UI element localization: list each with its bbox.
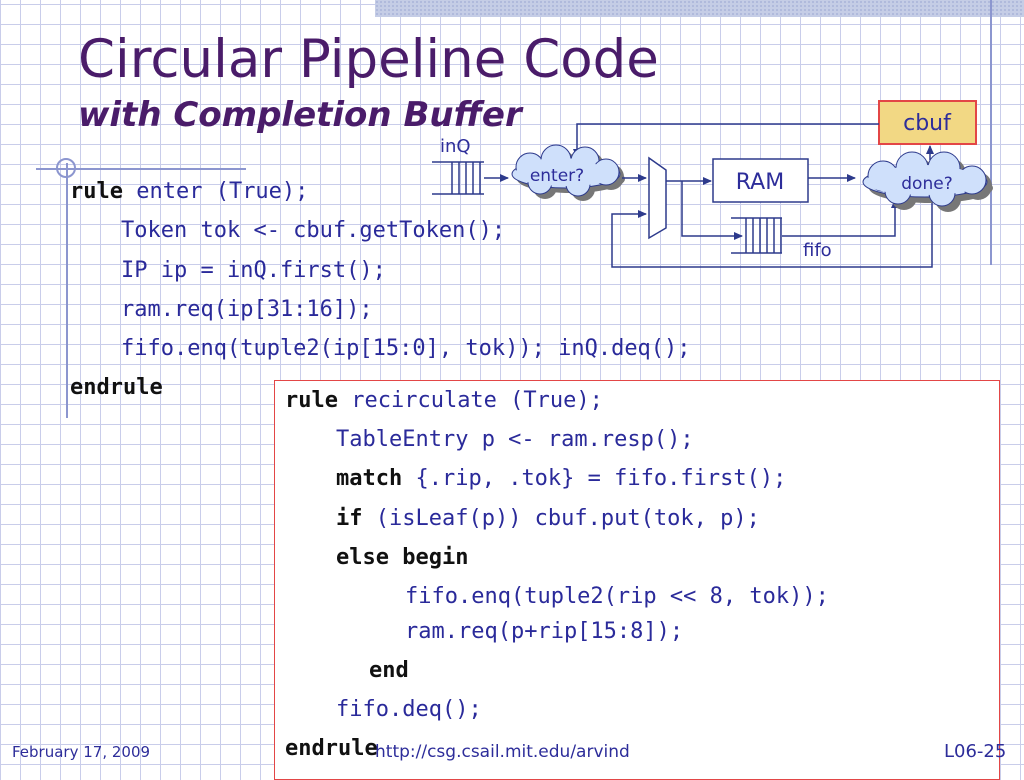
keyword-rule: rule: [70, 179, 123, 204]
keyword-end: end: [369, 658, 409, 683]
cbuf-box: [878, 100, 977, 145]
code-recirc-line-3: match {.rip, .tok} = fifo.first();: [336, 465, 786, 493]
done-label: done?: [901, 174, 952, 194]
cbuf-to-enter-arrow: [573, 123, 879, 158]
enter-label: enter?: [530, 166, 584, 186]
guide-circle-decoration: [56, 158, 76, 178]
fifo-to-done-arrow: [782, 199, 899, 237]
footer-date: February 17, 2009: [12, 743, 151, 761]
mux-to-fifo-arrow: [681, 181, 743, 240]
ram-label: RAM: [736, 170, 784, 195]
title-band-decoration: [375, 0, 1024, 17]
code-recirc-line-5: else begin: [336, 544, 468, 572]
left-horizontal-guide: [36, 168, 246, 170]
slide-number: L06-25: [944, 741, 1007, 762]
recirculate-loop-arrow: [611, 203, 933, 268]
inq-label: inQ: [440, 136, 471, 157]
left-guide-line: [66, 163, 68, 418]
code-enter-line-5: fifo.enq(tuple2(ip[15:0], tok)); inQ.deq…: [121, 336, 691, 361]
code-recirc-line-10: endrule: [285, 735, 378, 763]
code-recirc-line-8: end: [369, 657, 409, 685]
keyword-endrule: endrule: [70, 375, 163, 400]
code-enter-line-1: rule enter (True);: [70, 178, 308, 206]
keyword-match: match: [336, 466, 403, 491]
recirculate-code-box: [274, 380, 1000, 780]
code-text: enter (True);: [122, 179, 309, 204]
keyword-endrule: endrule: [285, 736, 378, 761]
ram-box: [712, 158, 809, 203]
done-cloud: [862, 151, 993, 212]
code-text: {.rip, .tok} = fifo.first();: [402, 466, 787, 491]
keyword-else-begin: else begin: [336, 545, 469, 570]
fifo-label: fifo: [803, 240, 832, 261]
code-recirc-line-7: ram.req(p+rip[15:8]);: [405, 619, 684, 644]
code-text: recirculate (True);: [337, 388, 603, 413]
keyword-rule: rule: [285, 388, 338, 413]
code-text: (isLeaf(p)) cbuf.put(tok, p);: [362, 506, 760, 531]
slide-title: Circular Pipeline Code: [78, 29, 659, 90]
code-recirc-line-9: fifo.deq();: [336, 697, 482, 722]
code-enter-line-6: endrule: [70, 374, 163, 402]
enter-cloud: [511, 144, 625, 201]
code-recirc-line-2: TableEntry p <- ram.resp();: [336, 427, 694, 452]
code-enter-line-2: Token tok <- cbuf.getToken();: [121, 218, 506, 243]
right-guide-line: [990, 0, 992, 265]
footer-url: http://csg.csail.mit.edu/arvind: [375, 742, 630, 762]
code-recirc-line-6: fifo.enq(tuple2(rip << 8, tok));: [405, 584, 829, 609]
mux-shape: [648, 156, 667, 240]
slide-subtitle: with Completion Buffer: [78, 95, 522, 135]
keyword-if: if: [336, 506, 363, 531]
pipeline-diagram: cbuf inQ: [432, 100, 993, 268]
cbuf-label: cbuf: [903, 111, 952, 136]
inq-queue-icon: [432, 161, 484, 195]
code-enter-line-3: IP ip = inQ.first();: [121, 258, 386, 283]
code-recirc-line-4: if (isLeaf(p)) cbuf.put(tok, p);: [336, 505, 760, 533]
code-recirc-line-1: rule recirculate (True);: [285, 387, 603, 415]
fifo-queue-icon: [731, 217, 782, 254]
code-enter-line-4: ram.req(ip[31:16]);: [121, 297, 373, 322]
